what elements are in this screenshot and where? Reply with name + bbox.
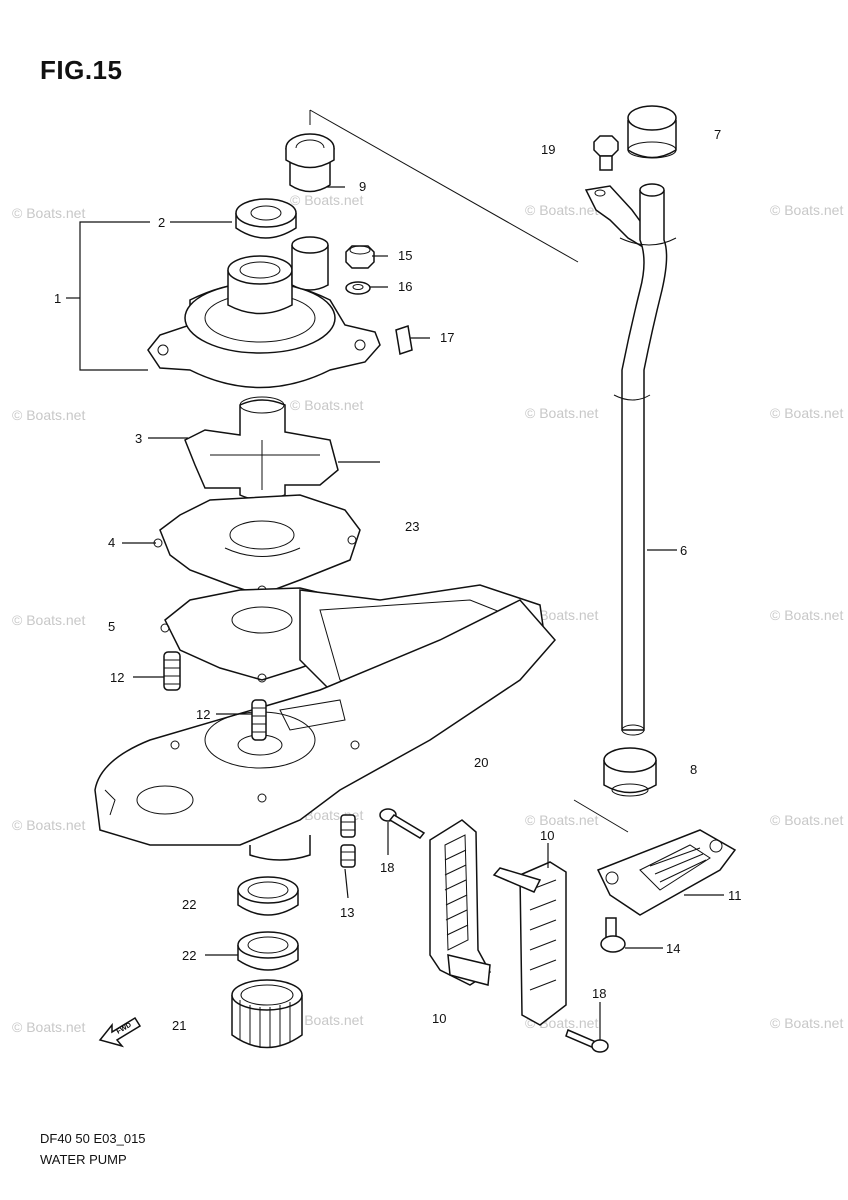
callout-labels: 9 2 1 15 16 17 3 23 4 5 12 12 20 19 7 6 … <box>54 127 742 1033</box>
part-10-grille <box>492 861 567 1026</box>
part-6-water-tube <box>584 183 677 736</box>
callout-18: 18 <box>592 986 606 1001</box>
callout-20: 20 <box>474 755 488 770</box>
callout-23: 23 <box>405 519 419 534</box>
watermark: © Boats.net <box>770 1015 843 1031</box>
watermark: © Boats.net <box>12 407 85 423</box>
callout-6: 6 <box>680 543 687 558</box>
watermark: © Boats.net <box>525 607 598 623</box>
part-18-screw <box>379 808 426 839</box>
callout-22: 22 <box>182 897 196 912</box>
callout-16: 16 <box>398 279 412 294</box>
callout-17: 17 <box>440 330 454 345</box>
callout-10: 10 <box>540 828 554 843</box>
watermark: © Boats.net <box>770 607 843 623</box>
watermark: © Boats.net <box>12 612 85 628</box>
part-8-grommet <box>603 747 657 797</box>
assembly-guide-line <box>573 799 629 833</box>
watermark: © Boats.net <box>12 205 85 221</box>
part-2-seal <box>235 198 297 239</box>
callout-19: 19 <box>541 142 555 157</box>
figure-name: WATER PUMP <box>40 1152 127 1167</box>
part-1-pump-case <box>147 236 381 389</box>
part-10-grille <box>429 819 491 986</box>
callout-1: 1 <box>54 291 61 306</box>
part-11-screen <box>596 829 737 916</box>
part-12-dowel <box>163 651 181 691</box>
fwd-arrow-icon: FWD <box>98 1016 142 1048</box>
callout-2: 2 <box>158 215 165 230</box>
callout-13: 13 <box>340 905 354 920</box>
callout-12: 12 <box>110 670 124 685</box>
figure-title: FIG.15 <box>40 55 123 85</box>
part-16-washer <box>345 281 371 295</box>
callout-14: 14 <box>666 941 680 956</box>
callout-3: 3 <box>135 431 142 446</box>
callout-4: 4 <box>108 535 115 550</box>
part-3-impeller <box>184 396 339 501</box>
watermark: © Boats.net <box>770 812 843 828</box>
part-7-grommet <box>627 105 677 159</box>
part-22-seal <box>237 876 299 916</box>
callout-10: 10 <box>432 1011 446 1026</box>
part-15-nut <box>345 245 375 269</box>
watermark: © Boats.net <box>290 1012 363 1028</box>
callout-12: 12 <box>196 707 210 722</box>
callout-22: 22 <box>182 948 196 963</box>
callout-5: 5 <box>108 619 115 634</box>
part-22-seal <box>237 931 299 971</box>
callout-18: 18 <box>380 860 394 875</box>
part-21-bearing <box>231 979 303 1049</box>
watermark: © Boats.net <box>12 817 85 833</box>
figure-code: DF40 50 E03_015 <box>40 1131 146 1146</box>
watermark: © Boats.net <box>290 397 363 413</box>
leader-lines <box>66 186 724 1040</box>
watermark: © Boats.net <box>770 405 843 421</box>
callout-8: 8 <box>690 762 697 777</box>
watermark: © Boats.net <box>525 405 598 421</box>
part-20-base-plate <box>94 599 556 861</box>
callout-9: 9 <box>359 179 366 194</box>
watermark: © Boats.net <box>290 192 363 208</box>
watermark: © Boats.net <box>525 812 598 828</box>
part-9-grommet <box>285 133 335 193</box>
part-14-bolt <box>600 917 626 953</box>
part-13-dowel <box>340 814 356 868</box>
watermark: © Boats.net <box>525 202 598 218</box>
part-12-dowel <box>251 699 267 741</box>
part-18-screw <box>565 1028 609 1053</box>
part-17-key <box>395 325 413 355</box>
callout-21: 21 <box>172 1018 186 1033</box>
callout-15: 15 <box>398 248 412 263</box>
assembly-guide-line <box>309 109 579 263</box>
callout-7: 7 <box>714 127 721 142</box>
callout-11: 11 <box>728 888 742 903</box>
watermark: © Boats.net <box>770 202 843 218</box>
watermark-layer: © Boats.net © Boats.net © Boats.net © Bo… <box>12 192 843 1035</box>
part-19-bolt <box>593 135 619 171</box>
part-4-plate <box>153 494 361 596</box>
watermark: © Boats.net <box>12 1019 85 1035</box>
